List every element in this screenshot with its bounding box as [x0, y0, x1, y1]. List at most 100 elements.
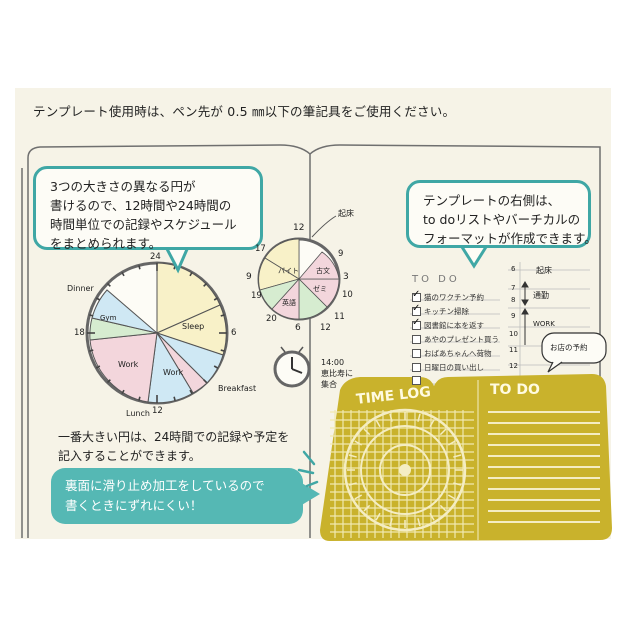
big-clock — [85, 261, 229, 405]
ruler-title-todo: TO DO — [490, 382, 540, 398]
segment-sleep: Sleep — [182, 322, 205, 331]
tick-mark — [203, 282, 208, 287]
tick-mark — [363, 504, 371, 512]
mid-clock — [257, 215, 341, 321]
tick-mark — [389, 518, 393, 527]
tick-mark — [417, 518, 421, 527]
todo-item[interactable]: 図書館に本を返す — [412, 317, 484, 331]
todo-label: キッチン掃除 — [424, 307, 469, 316]
todo-item[interactable]: 猫のワクチン予約 — [412, 289, 484, 303]
mid-seg-kobun: 古文 — [316, 267, 330, 275]
tick-mark — [138, 396, 141, 401]
tick-mark — [89, 349, 94, 352]
usage-note: テンプレート使用時は、ペン先が 0.5 ㎜以下の筆記具をご使用ください。 — [33, 104, 456, 119]
mid-seg-zemi: ゼミ — [313, 285, 327, 293]
small-clock — [273, 346, 311, 388]
todo-label: あやのプレゼント買う — [424, 335, 499, 344]
todo-label: 日曜日の買い出し — [424, 363, 484, 372]
mid-outer-11: 11 — [334, 312, 345, 322]
tick-mark — [389, 413, 393, 422]
mid-outer-10: 10 — [342, 290, 353, 300]
big-clock-label-top: 24 — [150, 252, 161, 262]
tick-mark — [354, 440, 363, 446]
todo-item[interactable]: おばあちゃんへ荷物 — [412, 348, 492, 359]
todo-item[interactable]: 日曜日の買い出し — [412, 362, 484, 373]
tick-mark — [447, 440, 456, 446]
mid-hour-6: 6 — [295, 323, 301, 333]
todo-item[interactable]: キッチン掃除 — [412, 303, 469, 317]
note-commute: 通勤 — [533, 291, 549, 300]
todo-label: おばあちゃんへ荷物 — [424, 349, 492, 358]
todo-label: 図書館に本を返す — [424, 321, 484, 330]
note-line: 14:00 — [321, 358, 345, 367]
hour-label: 10 — [509, 330, 518, 338]
checkbox[interactable] — [412, 349, 421, 358]
hour-label: 12 — [509, 362, 518, 370]
tick-mark — [363, 428, 371, 436]
tick-mark — [121, 389, 125, 395]
tick-mark — [89, 314, 94, 317]
tick-mark — [429, 512, 435, 521]
bubble-line: をまとめられます。 — [50, 236, 162, 251]
bubble-line: 時間単位での記録やスケジュール — [50, 217, 237, 232]
checkbox[interactable] — [412, 335, 421, 344]
template-ruler — [320, 374, 612, 541]
checkbox-checked[interactable] — [412, 317, 421, 330]
mid-outer-20: 20 — [266, 314, 277, 324]
todo-item[interactable]: あやのプレゼント買う — [412, 334, 499, 345]
bubble-clock-sizes: 3つの大きさの異なる円が 書けるので、12時間や24時間の 時間単位での記録やス… — [33, 166, 263, 251]
checkbox[interactable] — [412, 363, 421, 372]
reservation-note — [541, 332, 607, 373]
label-dinner: Dinner — [67, 284, 94, 293]
big-clock-label-left: 18 — [74, 328, 85, 338]
note-line: 恵比寿に — [321, 369, 353, 378]
segment-work-2: Work — [163, 368, 184, 377]
tick-mark — [213, 365, 219, 369]
mid-hour-12: 12 — [293, 223, 305, 233]
tick-mark — [106, 379, 111, 384]
tick-mark — [220, 314, 225, 317]
bubble-line: 裏面に滑り止め加工をしているので — [65, 478, 265, 493]
bubble-line: 3つの大きさの異なる円が — [50, 179, 196, 194]
caption-line: 一番大きい円は、24時間での記録や予定を — [58, 430, 290, 444]
note-line: 集合 — [321, 380, 337, 389]
checkbox-checked[interactable] — [412, 303, 421, 316]
mid-outer-9: 9 — [338, 249, 344, 259]
note-work: WORK — [533, 320, 555, 328]
tick-mark — [375, 512, 381, 521]
tick-mark — [417, 413, 421, 422]
bubble-line: 書くときにずれにくい！ — [65, 498, 203, 513]
bubble-line: テンプレートの右側は、 — [423, 193, 561, 208]
hour-label: 8 — [511, 296, 516, 304]
segment-work: Work — [118, 360, 139, 369]
small-clock-note: 14:00 恵比寿に 集合 — [321, 357, 353, 390]
bubble-right-side: テンプレートの右側は、 to doリストやバーチカルの フォーマットが作成できま… — [406, 180, 597, 248]
label-breakfast: Breakfast — [218, 384, 257, 393]
note-reservation: お店の予約 — [550, 343, 588, 352]
tick-mark — [95, 297, 101, 301]
todo-item[interactable] — [412, 376, 424, 385]
mid-note-wake: 起床 — [338, 209, 354, 218]
todo-heading: TO DO — [412, 274, 460, 285]
checkbox[interactable] — [412, 376, 421, 385]
tick-mark — [348, 482, 357, 486]
tick-mark — [375, 419, 381, 428]
hour-label: 6 — [511, 265, 516, 273]
tick-mark — [173, 396, 176, 401]
big-clock-label-bottom: 12 — [152, 406, 163, 416]
tick-mark — [429, 419, 435, 428]
tick-mark — [348, 454, 357, 458]
note-wake: 起床 — [536, 266, 552, 275]
tick-mark — [203, 379, 208, 384]
todo-label: 猫のワクチン予約 — [424, 293, 484, 302]
notebook-outline — [21, 144, 601, 538]
hour-label: 11 — [509, 346, 518, 354]
tick-mark — [121, 271, 125, 277]
tick-mark — [138, 265, 141, 270]
checkbox-checked[interactable] — [412, 289, 421, 302]
tick-mark — [213, 297, 219, 301]
mid-outer-17: 17 — [255, 244, 266, 254]
tick-mark — [447, 494, 456, 500]
tick-mark — [106, 282, 111, 287]
